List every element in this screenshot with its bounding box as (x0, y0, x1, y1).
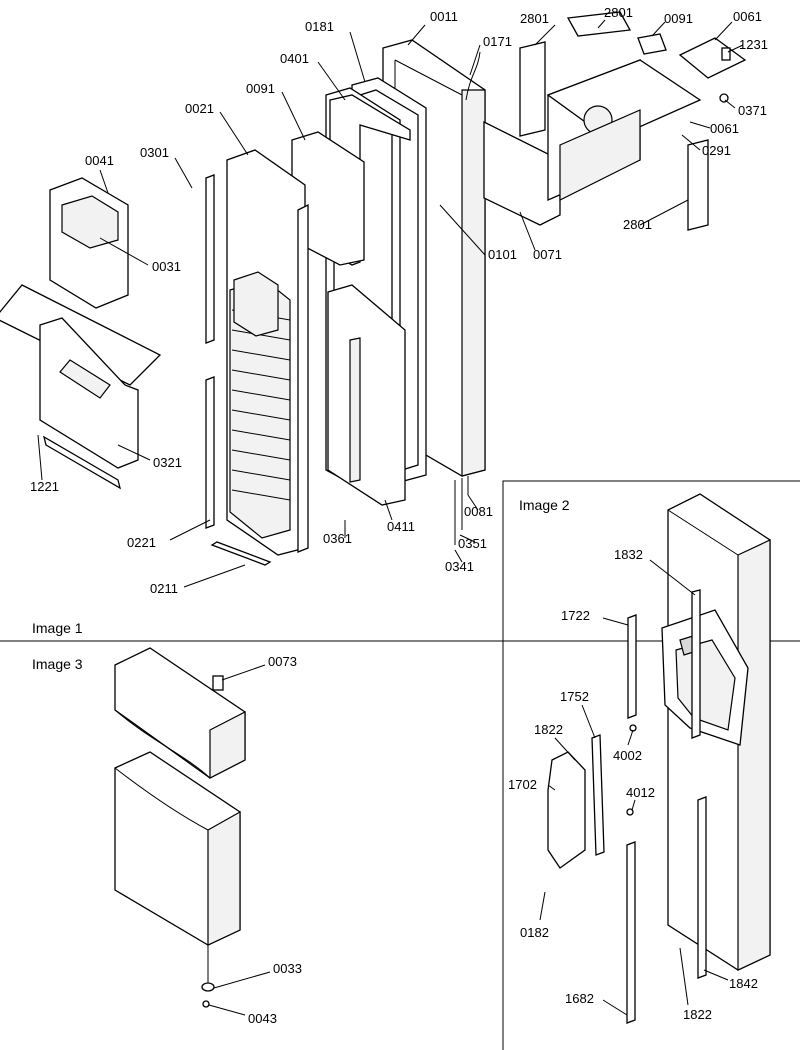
part-label-1231: 1231 (739, 37, 768, 52)
strip-1221 (42, 435, 122, 490)
part-label-0182: 0182 (520, 925, 549, 940)
rail-left-upper (205, 174, 215, 344)
part-label-0371: 0371 (738, 103, 767, 118)
part-label-0181: 0181 (305, 19, 334, 34)
part-label-4012: 4012 (626, 785, 655, 800)
part-label-2801b: 2801 (604, 5, 633, 20)
dispenser-cavity (233, 271, 279, 337)
part-label-1722: 1722 (561, 608, 590, 623)
part-label-1752: 1752 (560, 689, 589, 704)
part-label-0101: 0101 (488, 247, 517, 262)
part-label-0221: 0221 (127, 535, 156, 550)
part-label-0021: 0021 (185, 101, 214, 116)
trim-1682 (626, 841, 636, 1024)
trim-1722 (627, 614, 637, 719)
part-label-0041: 0041 (85, 153, 114, 168)
strip-0361 (349, 337, 361, 483)
panel-title-image1: Image 1 (32, 620, 83, 636)
panel-0411 (327, 284, 406, 506)
part-0371 (719, 93, 729, 103)
part-label-0321: 0321 (153, 455, 182, 470)
part-label-1842: 1842 (729, 976, 758, 991)
part-label-0291: 0291 (702, 143, 731, 158)
screw-4012 (626, 808, 634, 816)
shroud-cutout (59, 359, 111, 399)
image1-drawing (0, 11, 747, 588)
part-label-0043: 0043 (248, 1011, 277, 1026)
part-label-0033: 0033 (273, 961, 302, 976)
panel-title-image2: Image 2 (519, 497, 570, 513)
trim-1842 (697, 796, 707, 979)
part-label-1682: 1682 (565, 991, 594, 1006)
part-label-0411: 0411 (387, 519, 415, 534)
part-label-4002: 4002 (613, 748, 642, 763)
part-label-2801a: 2801 (520, 11, 549, 26)
rail-right (297, 203, 309, 553)
leader-lines-image2 (539, 559, 729, 1016)
part-label-1822b: 1822 (683, 1007, 712, 1022)
part-label-0061a: 0061 (733, 9, 762, 24)
part-label-0361: 0361 (323, 531, 352, 546)
part-label-1822a: 1822 (534, 722, 563, 737)
part-0073 (212, 675, 224, 691)
liner-side (461, 89, 486, 477)
block-2801b (566, 11, 632, 37)
block-2801a (519, 41, 546, 137)
crisper-opening (61, 195, 119, 249)
part-0033 (201, 982, 215, 992)
handle-1702 (547, 751, 586, 869)
part-label-2801c: 2801 (623, 217, 652, 232)
cabinet-door-side (737, 539, 771, 971)
trim-1832 (691, 589, 701, 739)
leader-lines (37, 19, 744, 588)
part-1231 (721, 47, 731, 61)
part-label-0351: 0351 (458, 536, 487, 551)
part-label-1221: 1221 (30, 479, 59, 494)
bin-upper-side (209, 711, 246, 779)
part-label-0073: 0073 (268, 654, 297, 669)
part-label-0171: 0171 (483, 34, 512, 49)
image2-drawing (539, 493, 771, 1024)
trim-1752 (591, 734, 605, 856)
image3-drawing (114, 647, 271, 1016)
part-label-1832: 1832 (614, 547, 643, 562)
part-label-0011: 0011 (430, 9, 458, 24)
block-2801c (687, 139, 709, 231)
part-label-0401: 0401 (280, 51, 309, 66)
part-label-0091a: 0091 (246, 81, 275, 96)
part-label-0301: 0301 (140, 145, 169, 160)
bin-lower-side (207, 810, 241, 946)
part-0043 (202, 1000, 210, 1008)
cover-0071 (483, 120, 561, 226)
part-label-0031: 0031 (152, 259, 181, 274)
part-0091-block (637, 33, 667, 55)
part-label-1702: 1702 (508, 777, 537, 792)
unit-front (559, 109, 641, 201)
panel-title-image3: Image 3 (32, 656, 83, 672)
dispenser-recess (675, 639, 736, 731)
part-label-0081: 0081 (464, 504, 493, 519)
air-plate (0, 284, 162, 386)
part-label-0211: 0211 (150, 581, 178, 596)
part-label-0061b: 0061 (710, 121, 739, 136)
part-label-0341: 0341 (445, 559, 474, 574)
part-label-0071: 0071 (533, 247, 562, 262)
cover-0061 (678, 37, 747, 79)
rail-left-lower (205, 376, 215, 529)
shroud-0321 (39, 317, 139, 469)
border-image2 (502, 480, 800, 1050)
rail-0211 (210, 541, 272, 566)
part-label-0091b: 0091 (664, 11, 693, 26)
